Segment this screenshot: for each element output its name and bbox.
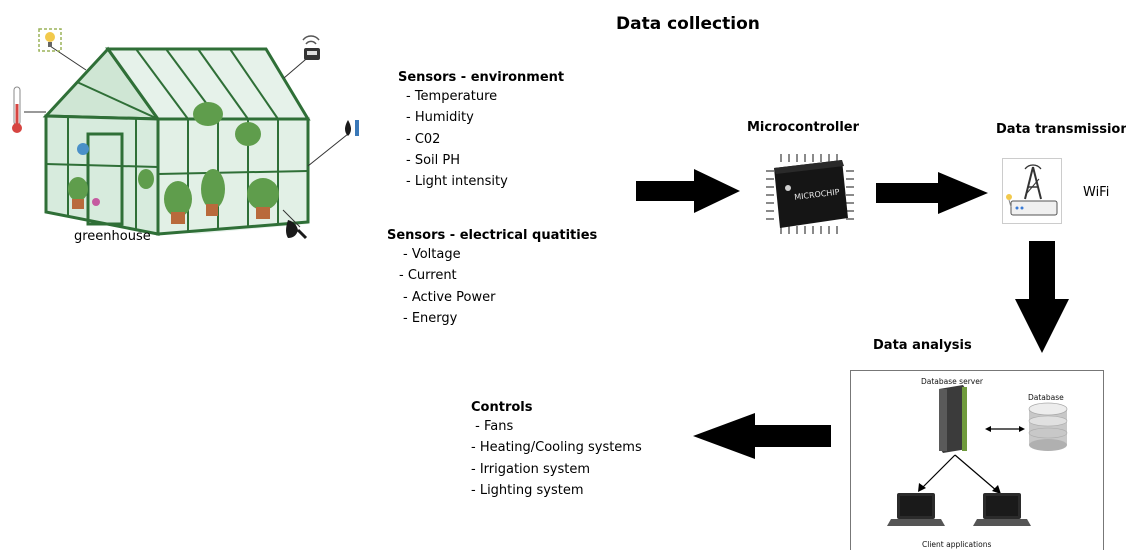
arrow-to-controls <box>693 413 831 459</box>
control-item: - Heating/Cooling systems <box>471 440 642 456</box>
transmission-heading: Data transmission <box>996 122 1126 137</box>
controls-block: Controls - Fans - Heating/Cooling system… <box>471 400 642 501</box>
sensor-item: - Energy <box>403 310 458 326</box>
laptop-icon <box>887 493 945 526</box>
laptop-icon <box>973 493 1031 526</box>
analysis-heading: Data analysis <box>873 338 972 353</box>
database-icon <box>1028 402 1068 451</box>
greenhouse-label: greenhouse <box>74 229 151 244</box>
sensors-environment-heading: Sensors - environment <box>398 70 565 85</box>
sensor-item: - Voltage <box>403 247 461 262</box>
analysis-panel: Database server Database Client applicat… <box>850 370 1104 550</box>
sensor-item: - Current <box>399 268 457 284</box>
sensors-environment-block: Sensors - environment - Temperature - Hu… <box>398 70 564 192</box>
database-server-label: Database server <box>921 377 983 386</box>
client-connections <box>920 454 998 492</box>
server-db-connection <box>985 426 1025 432</box>
arrow-to-analysis <box>1015 241 1069 355</box>
arrow-to-microcontroller <box>636 169 742 213</box>
database-label: Database <box>1028 393 1064 402</box>
wifi-label: WiFi <box>1083 185 1110 200</box>
microcontroller-chip-icon: MICROCHIP <box>762 152 858 240</box>
sensor-item: - Soil PH <box>406 152 460 168</box>
control-item: - Fans <box>471 419 514 434</box>
sensors-electrical-block: Sensors - electrical quatities - Voltage… <box>387 228 597 329</box>
sensors-electrical-heading: Sensors - electrical quatities <box>387 228 598 243</box>
sensor-item: - Temperature <box>406 89 498 104</box>
arrow-to-transmission <box>876 172 990 214</box>
greenhouse-illustration <box>8 24 368 250</box>
sensor-item: - Humidity <box>406 110 474 126</box>
sensor-item: - C02 <box>406 131 441 147</box>
sensor-item: - Light intensity <box>406 174 508 190</box>
control-item: - Irrigation system <box>471 461 590 477</box>
control-item: - Lighting system <box>471 482 584 498</box>
server-icon <box>939 385 967 453</box>
sensor-item: - Active Power <box>403 289 496 305</box>
controls-heading: Controls <box>471 400 533 415</box>
microcontroller-heading: Microcontroller <box>747 120 860 135</box>
client-applications-label: Client applications <box>922 540 992 549</box>
router-icon <box>1002 158 1062 224</box>
diagram-title: Data collection <box>616 14 760 34</box>
